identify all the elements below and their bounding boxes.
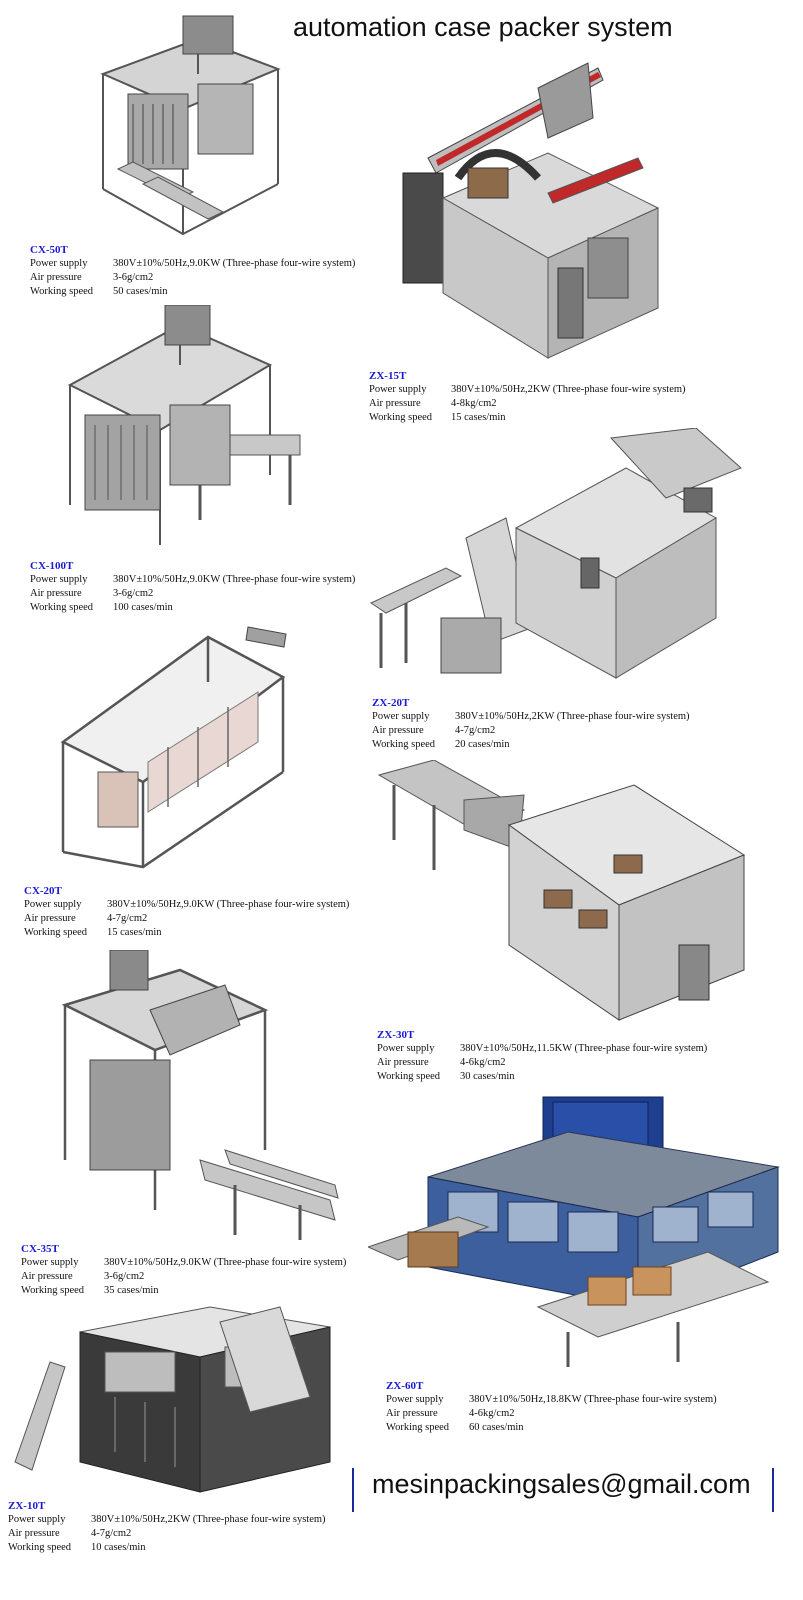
power-supply-label: Power supply bbox=[21, 1257, 79, 1268]
power-supply-value: 380V±10%/50Hz,2KW (Three-phase four-wire… bbox=[451, 384, 686, 395]
air-pressure-label: Air pressure bbox=[24, 913, 76, 924]
working-speed-label: Working speed bbox=[30, 602, 94, 613]
air-pressure-value: 3-6g/cm2 bbox=[113, 588, 154, 599]
air-pressure-label: Air pressure bbox=[369, 398, 421, 409]
spec-block-zx-60t: ZX-60T Power supply 380V±10%/50Hz,18.8KW … bbox=[386, 1379, 717, 1435]
power-supply-label: Power supply bbox=[24, 899, 82, 910]
air-pressure-label: Air pressure bbox=[21, 1271, 73, 1282]
working-speed-label: Working speed bbox=[8, 1542, 72, 1553]
power-supply-value: 380V±10%/50Hz,11.5KW (Three-phase four-w… bbox=[460, 1043, 708, 1054]
power-supply-value: 380V±10%/50Hz,18.8KW (Three-phase four-w… bbox=[469, 1394, 717, 1405]
model-label: ZX-30T bbox=[377, 1029, 415, 1041]
model-label: CX-50T bbox=[30, 244, 68, 256]
working-speed-label: Working speed bbox=[386, 1422, 450, 1433]
model-label: ZX-15T bbox=[369, 370, 407, 382]
spec-block-cx-100t: CX-100T Power supply 380V±10%/50Hz,9.0KW … bbox=[30, 559, 355, 615]
air-pressure-label: Air pressure bbox=[377, 1057, 429, 1068]
cx-100t-drawing bbox=[67, 305, 301, 545]
working-speed-value: 100 cases/min bbox=[113, 602, 173, 613]
machine-image-cx-100t bbox=[60, 305, 305, 550]
working-speed-label: Working speed bbox=[24, 927, 88, 938]
working-speed-value: 60 cases/min bbox=[469, 1422, 524, 1433]
working-speed-label: Working speed bbox=[372, 739, 436, 750]
model-label: CX-20T bbox=[24, 885, 62, 897]
air-pressure-value: 4-7g/cm2 bbox=[107, 913, 148, 924]
working-speed-label: Working speed bbox=[21, 1285, 85, 1296]
zx-30t-drawing bbox=[377, 760, 746, 1021]
machine-image-zx-10t bbox=[10, 1302, 335, 1498]
air-pressure-value: 4-6kg/cm2 bbox=[460, 1057, 506, 1068]
air-pressure-label: Air pressure bbox=[30, 272, 82, 283]
working-speed-label: Working speed bbox=[30, 286, 94, 297]
zx-10t-drawing bbox=[14, 1306, 331, 1493]
power-supply-label: Power supply bbox=[386, 1394, 444, 1405]
machine-image-zx-60t bbox=[368, 1092, 780, 1370]
machine-image-zx-20t bbox=[366, 428, 744, 696]
power-supply-value: 380V±10%/50Hz,2KW (Three-phase four-wire… bbox=[455, 711, 690, 722]
cx-50t-drawing bbox=[100, 15, 281, 236]
spec-block-zx-20t: ZX-20T Power supply 380V±10%/50Hz,2KW (Th… bbox=[372, 696, 690, 752]
air-pressure-value: 4-8kg/cm2 bbox=[451, 398, 497, 409]
working-speed-value: 15 cases/min bbox=[107, 927, 162, 938]
machine-image-cx-20t bbox=[58, 622, 290, 870]
working-speed-value: 50 cases/min bbox=[113, 286, 168, 297]
working-speed-value: 10 cases/min bbox=[91, 1542, 146, 1553]
power-supply-label: Power supply bbox=[369, 384, 427, 395]
air-pressure-label: Air pressure bbox=[372, 725, 424, 736]
model-label: CX-100T bbox=[30, 560, 74, 572]
power-supply-value: 380V±10%/50Hz,9.0KW (Three-phase four-wi… bbox=[113, 258, 356, 269]
machine-image-zx-15t bbox=[398, 58, 662, 364]
air-pressure-label: Air pressure bbox=[386, 1408, 438, 1419]
power-supply-label: Power supply bbox=[372, 711, 430, 722]
working-speed-label: Working speed bbox=[377, 1071, 441, 1082]
spec-block-cx-50t: CX-50T Power supply 380V±10%/50Hz,9.0KW (… bbox=[30, 243, 355, 299]
air-pressure-value: 4-6kg/cm2 bbox=[469, 1408, 515, 1419]
power-supply-label: Power supply bbox=[30, 574, 88, 585]
machine-image-cx-35t bbox=[60, 950, 340, 1242]
air-pressure-value: 4-7g/cm2 bbox=[455, 725, 496, 736]
working-speed-value: 20 cases/min bbox=[455, 739, 510, 750]
spec-block-cx-20t: CX-20T Power supply 380V±10%/50Hz,9.0KW (… bbox=[24, 884, 349, 940]
power-supply-value: 380V±10%/50Hz,9.0KW (Three-phase four-wi… bbox=[113, 574, 356, 585]
working-speed-value: 35 cases/min bbox=[104, 1285, 159, 1296]
working-speed-label: Working speed bbox=[369, 412, 433, 423]
page-title: automation case packer system bbox=[293, 12, 673, 42]
machine-image-cx-50t bbox=[88, 14, 288, 238]
power-supply-value: 380V±10%/50Hz,2KW (Three-phase four-wire… bbox=[91, 1514, 326, 1525]
zx-15t-drawing bbox=[402, 62, 660, 359]
spec-block-zx-15t: ZX-15T Power supply 380V±10%/50Hz,2KW (Th… bbox=[369, 369, 686, 425]
air-pressure-label: Air pressure bbox=[8, 1528, 60, 1539]
spec-block-zx-30t: ZX-30T Power supply 380V±10%/50Hz,11.5KW … bbox=[377, 1028, 707, 1084]
zx-60t-drawing bbox=[368, 1096, 780, 1367]
air-pressure-value: 3-6g/cm2 bbox=[113, 272, 154, 283]
working-speed-value: 15 cases/min bbox=[451, 412, 506, 423]
air-pressure-value: 3-6g/cm2 bbox=[104, 1271, 145, 1282]
spec-block-cx-35t: CX-35T Power supply 380V±10%/50Hz,9.0KW (… bbox=[21, 1242, 346, 1298]
air-pressure-label: Air pressure bbox=[30, 588, 82, 599]
contact-email[interactable]: mesinpackingsales@gmail.com bbox=[372, 1469, 751, 1499]
power-supply-label: Power supply bbox=[377, 1043, 435, 1054]
power-supply-value: 380V±10%/50Hz,9.0KW (Three-phase four-wi… bbox=[104, 1257, 347, 1268]
spec-block-zx-10t: ZX-10T Power supply 380V±10%/50Hz,2KW (Th… bbox=[8, 1499, 326, 1555]
power-supply-label: Power supply bbox=[8, 1514, 66, 1525]
air-pressure-value: 4-7g/cm2 bbox=[91, 1528, 132, 1539]
machine-image-zx-30t bbox=[374, 760, 750, 1026]
cx-35t-drawing bbox=[61, 950, 339, 1240]
power-supply-label: Power supply bbox=[30, 258, 88, 269]
zx-20t-drawing bbox=[369, 428, 742, 679]
model-label: ZX-20T bbox=[372, 697, 410, 709]
power-supply-value: 380V±10%/50Hz,9.0KW (Three-phase four-wi… bbox=[107, 899, 350, 910]
model-label: ZX-10T bbox=[8, 1500, 46, 1512]
cx-20t-drawing bbox=[60, 626, 287, 869]
model-label: ZX-60T bbox=[386, 1380, 424, 1392]
working-speed-value: 30 cases/min bbox=[460, 1071, 515, 1082]
model-label: CX-35T bbox=[21, 1243, 59, 1255]
contact-box: mesinpackingsales@gmail.com bbox=[352, 1468, 774, 1512]
